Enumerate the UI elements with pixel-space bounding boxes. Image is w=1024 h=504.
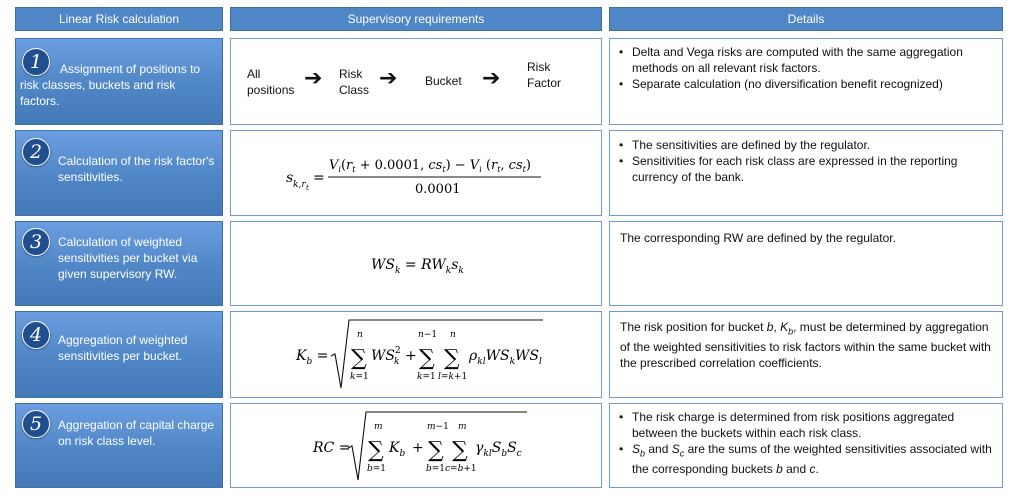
details-text: The corresponding RW are defined by the … xyxy=(620,231,896,245)
column-header-supervisory: Supervisory requirements xyxy=(230,7,602,31)
step-number: 5 xyxy=(29,413,43,435)
details-item: Sb and Sc are the sums of the weighted s… xyxy=(616,441,996,477)
step-number-badge: 5 xyxy=(22,410,50,438)
column-header-label: Linear Risk calculation xyxy=(58,12,180,26)
svg-text:Kb: Kb xyxy=(388,440,405,459)
svg-text:=: = xyxy=(313,170,325,186)
step-description: Aggregation of capital charge on risk cl… xyxy=(58,418,215,448)
svg-text:k: k xyxy=(394,357,399,367)
svg-text:t: t xyxy=(306,184,309,192)
svg-text:∑: ∑ xyxy=(351,346,367,371)
step-number: 3 xyxy=(29,231,43,253)
svg-text:∑: ∑ xyxy=(419,346,435,371)
svg-text:∑: ∑ xyxy=(428,438,444,463)
step-number: 4 xyxy=(29,324,43,346)
step-5-requirement: RC = m ∑ b=1 Kb + m−1 ∑ b=1 m ∑ c=b+1 γk… xyxy=(230,403,602,488)
bucket-aggregation-formula: Kb = n ∑ k=1 WS 2 k + n−1 ∑ k=1 n ∑ l=k+… xyxy=(295,319,543,389)
svg-text:n: n xyxy=(357,330,363,340)
flow-risk-class: Risk Class xyxy=(339,67,370,97)
svg-text:∑: ∑ xyxy=(452,438,468,463)
svg-text:WS: WS xyxy=(371,348,395,364)
details-item: The risk charge is determined from risk … xyxy=(616,409,996,441)
svg-text:k,r: k,r xyxy=(293,180,306,190)
svg-text:γklSbSc: γklSbSc xyxy=(475,440,522,459)
details-list: The risk charge is determined from risk … xyxy=(616,409,996,477)
arrow-right-icon: ➔ xyxy=(304,65,323,90)
step-description: Calculation of the risk factor's sensiti… xyxy=(58,154,215,184)
step-3-box: 3 Calculation of weighted sensitivities … xyxy=(15,221,223,306)
svg-text:m: m xyxy=(458,422,467,432)
svg-text:n: n xyxy=(450,330,456,340)
svg-text:ρklWSkWSl: ρklWSkWSl xyxy=(468,348,542,367)
svg-text:m−1: m−1 xyxy=(427,422,449,432)
svg-text:c=b+1: c=b+1 xyxy=(445,464,477,474)
svg-text:m: m xyxy=(374,422,383,432)
svg-text:0.0001: 0.0001 xyxy=(415,182,461,197)
column-header-linear-risk: Linear Risk calculation xyxy=(15,7,223,31)
svg-text:s: s xyxy=(286,170,293,186)
step-description: Assignment of positions to risk classes,… xyxy=(20,62,201,108)
flow-risk-factor: Risk Factor xyxy=(527,60,562,90)
arrow-right-icon: ➔ xyxy=(482,65,501,90)
svg-text:WSk = RWksk: WSk = RWksk xyxy=(371,257,464,276)
details-list: Delta and Vega risks are computed with t… xyxy=(616,44,996,92)
svg-text:k=1: k=1 xyxy=(350,372,369,382)
svg-text:b=1: b=1 xyxy=(426,464,445,474)
step-2-requirement: s k,r t = Vi(rt + 0.0001, cst) − Vi (rt,… xyxy=(230,130,602,216)
column-header-label: Details xyxy=(787,12,825,26)
svg-text:k=1: k=1 xyxy=(417,372,436,382)
step-1-requirement: All positions ➔ Risk Class ➔ Bucket ➔ Ri… xyxy=(230,38,602,125)
step-number-badge: 3 xyxy=(22,228,50,256)
column-header-label: Supervisory requirements xyxy=(347,12,485,26)
flow-all-positions: All positions xyxy=(247,67,295,97)
step-3-details: The corresponding RW are defined by the … xyxy=(609,221,1003,306)
step-number-badge: 2 xyxy=(22,138,50,166)
step-1-box: 1 Assignment of positions to risk classe… xyxy=(15,38,223,125)
svg-text:RC =: RC = xyxy=(312,440,350,456)
details-item: The sensitivities are defined by the reg… xyxy=(616,137,996,153)
step-1-details: Delta and Vega risks are computed with t… xyxy=(609,38,1003,125)
svg-text:+: + xyxy=(405,348,417,364)
step-description: Calculation of weighted sensitivities pe… xyxy=(58,235,198,281)
svg-text:+: + xyxy=(412,440,424,456)
arrow-right-icon: ➔ xyxy=(379,65,398,90)
step-number-badge: 1 xyxy=(22,48,50,76)
svg-text:2: 2 xyxy=(395,346,401,356)
weighted-sensitivity-formula: WSk = RWksk xyxy=(371,257,464,276)
step-description: Aggregation of weighted sensitivities pe… xyxy=(58,333,188,363)
step-4-details: The risk position for bucket b, Kb, must… xyxy=(609,311,1003,398)
capital-charge-formula: RC = m ∑ b=1 Kb + m−1 ∑ b=1 m ∑ c=b+1 γk… xyxy=(312,411,527,481)
details-text: The risk position for bucket b, Kb, must… xyxy=(620,320,991,371)
svg-text:l=k+1: l=k+1 xyxy=(438,372,467,382)
details-item: Delta and Vega risks are computed with t… xyxy=(616,44,996,76)
step-5-details: The risk charge is determined from risk … xyxy=(609,403,1003,488)
step-number-badge: 4 xyxy=(22,321,50,349)
step-4-requirement: Kb = n ∑ k=1 WS 2 k + n−1 ∑ k=1 n ∑ l=k+… xyxy=(230,311,602,398)
step-2-details: The sensitivities are defined by the reg… xyxy=(609,130,1003,216)
svg-text:n−1: n−1 xyxy=(418,330,437,340)
svg-text:Kb =: Kb = xyxy=(295,348,328,367)
step-5-box: 5 Aggregation of capital charge on risk … xyxy=(15,403,223,488)
details-item: Separate calculation (no diversification… xyxy=(616,76,996,92)
svg-text:∑: ∑ xyxy=(444,346,460,371)
flow-bucket: Bucket xyxy=(425,74,462,88)
step-4-box: 4 Aggregation of weighted sensitivities … xyxy=(15,311,223,398)
details-list: The sensitivities are defined by the reg… xyxy=(616,137,996,185)
svg-text:∑: ∑ xyxy=(368,438,384,463)
column-header-details: Details xyxy=(609,7,1003,31)
sensitivity-formula: s k,r t = Vi(rt + 0.0001, cst) − Vi (rt,… xyxy=(286,158,541,197)
step-number: 2 xyxy=(29,141,43,163)
step-3-requirement: WSk = RWksk xyxy=(230,221,602,306)
svg-text:Vi(rt + 0.0001, cst) − Vi (rt,: Vi(rt + 0.0001, cst) − Vi (rt, cst) xyxy=(329,158,531,174)
details-item: Sensitivities for each risk class are ex… xyxy=(616,153,996,185)
svg-text:b=1: b=1 xyxy=(367,464,386,474)
step-2-box: 2 Calculation of the risk factor's sensi… xyxy=(15,130,223,216)
step-number: 1 xyxy=(29,51,43,73)
